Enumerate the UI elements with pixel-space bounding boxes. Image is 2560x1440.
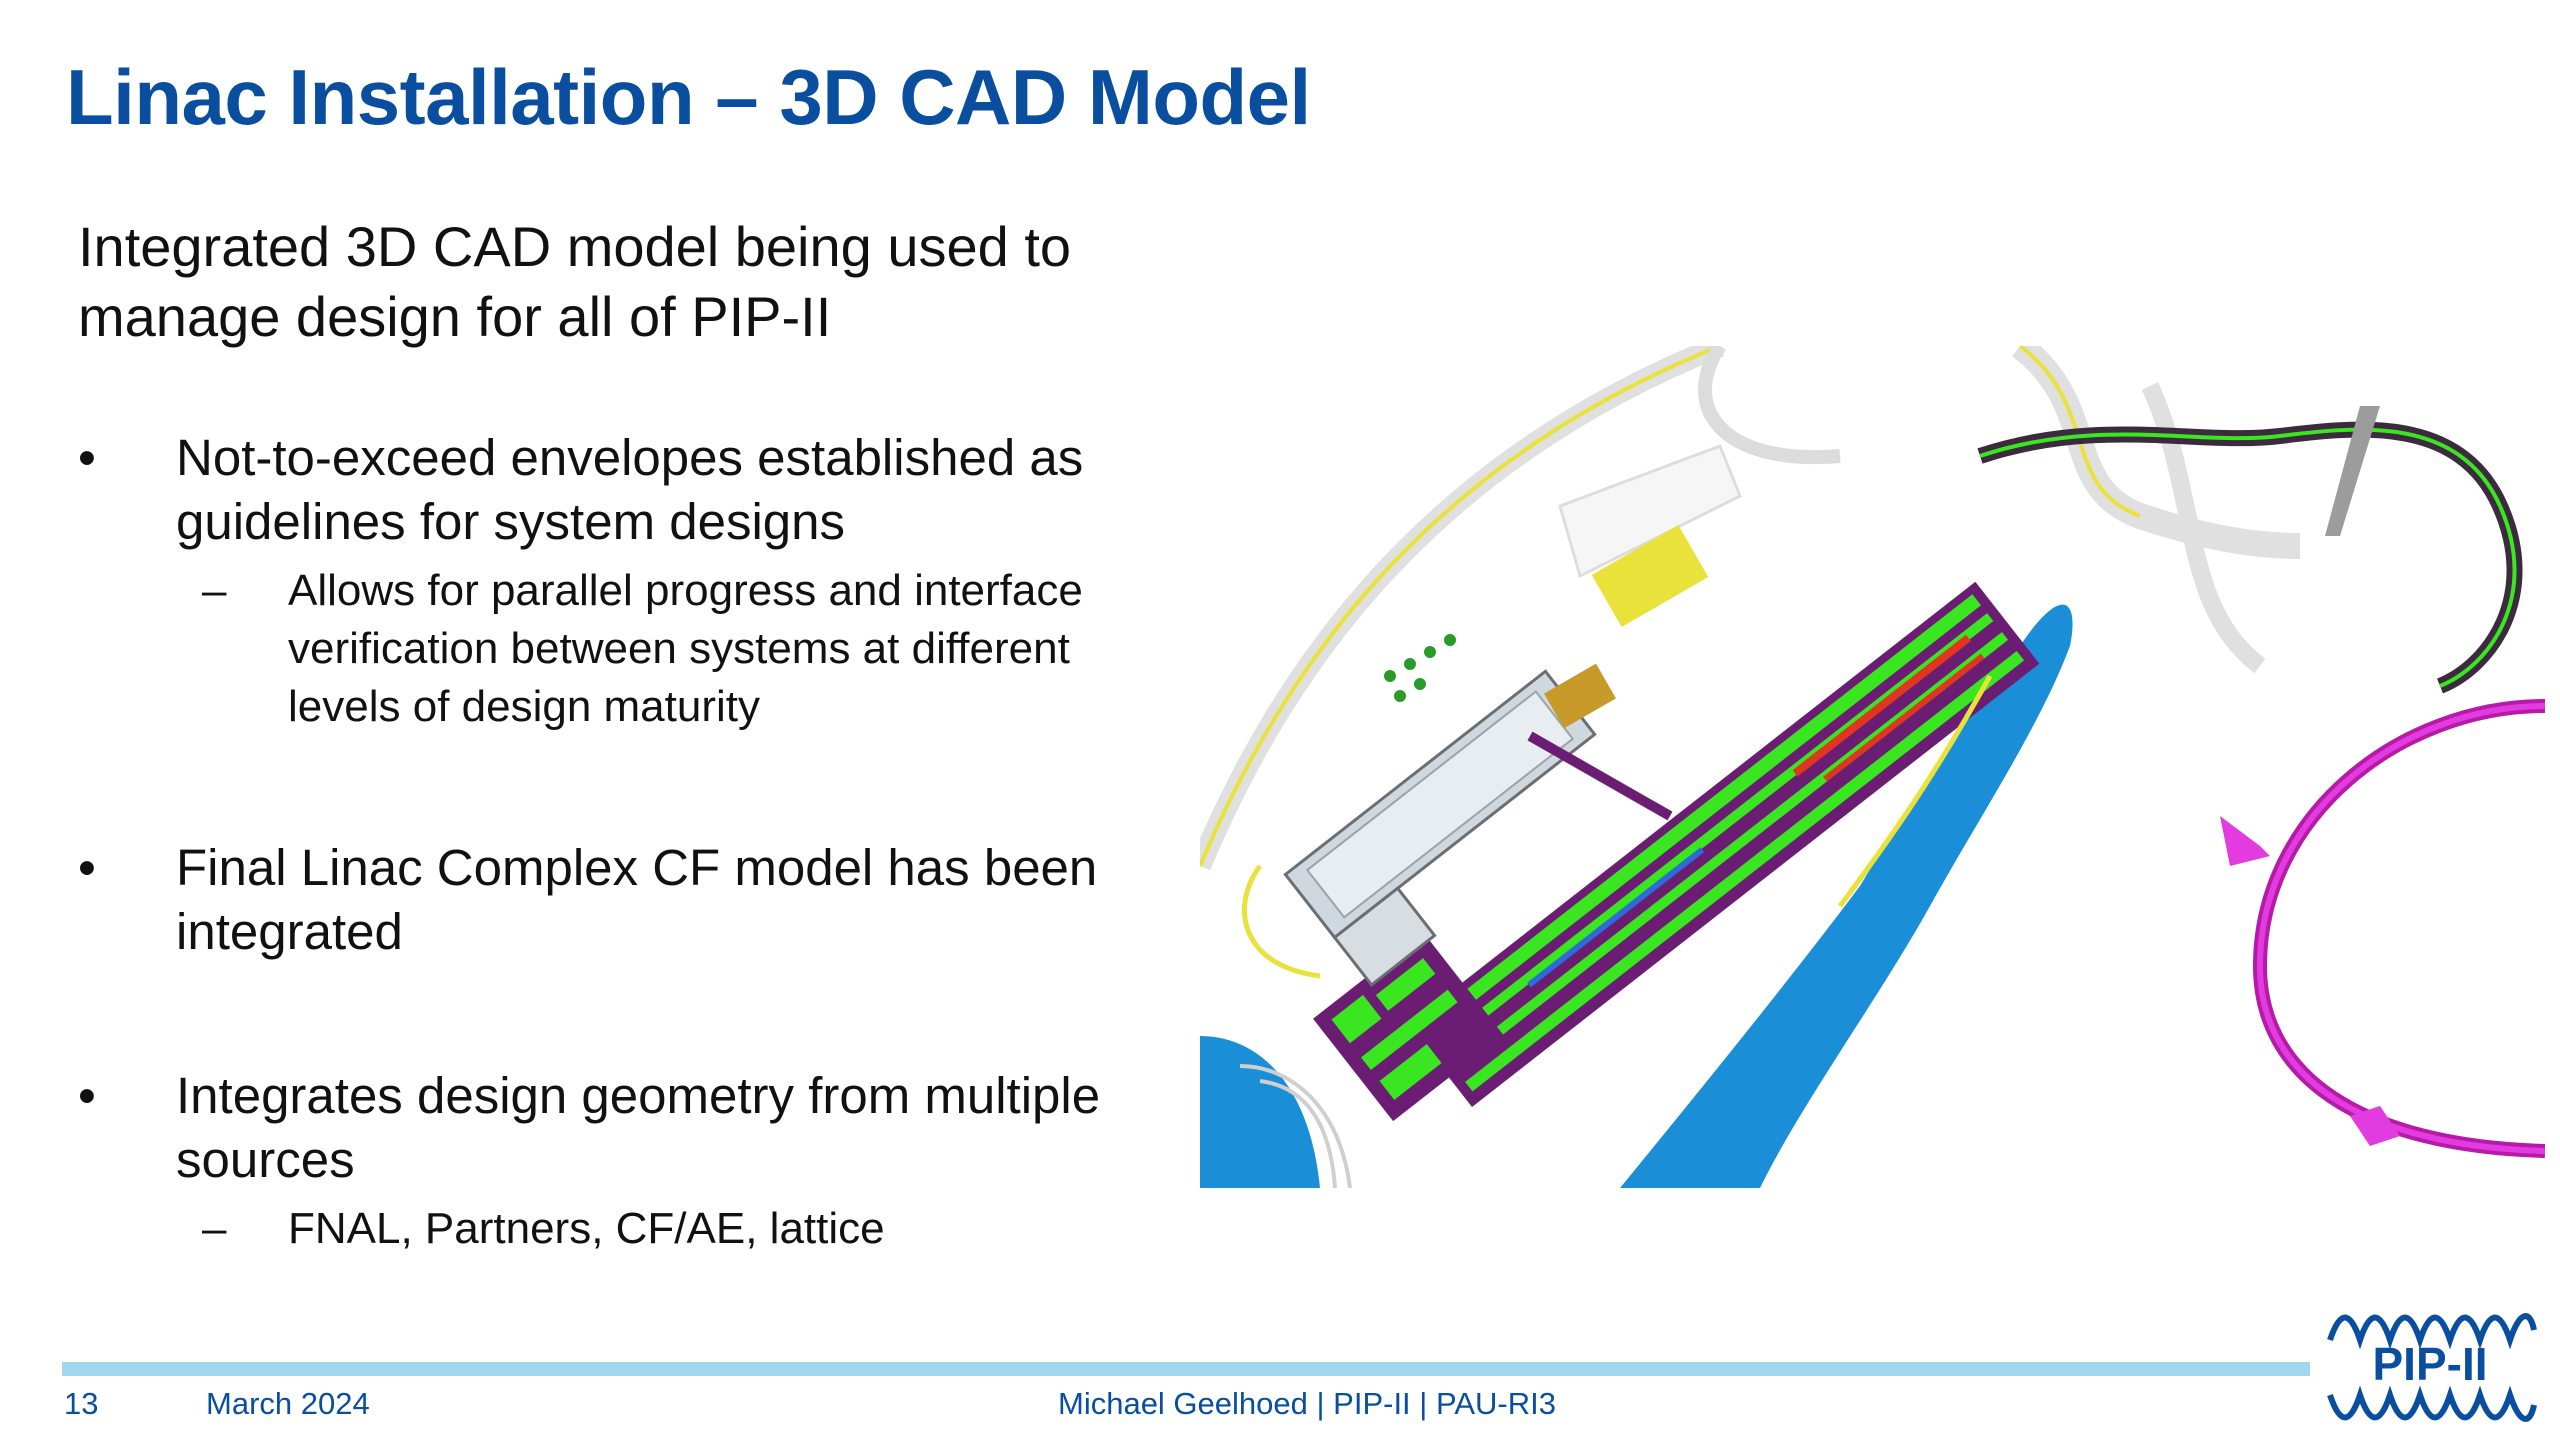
footer-bar [62, 1362, 2310, 1376]
bullet-marker: • [78, 839, 96, 896]
intro-text: Integrated 3D CAD model being used to ma… [78, 215, 1072, 348]
sub-bullet-marker: – [202, 566, 227, 615]
cad-model-image [1200, 346, 2545, 1188]
bullet-item-1: • Not-to-exceed envelopes established as… [78, 426, 1188, 554]
footer-date: March 2024 [206, 1386, 370, 1421]
sub-bullet-text: FNAL, Partners, CF/AE, lattice [288, 1204, 885, 1253]
pip-ii-logo: PIP-II [2327, 1313, 2537, 1422]
bullet-marker: • [78, 1067, 96, 1124]
bullet-text: Final Linac Complex CF model has been in… [176, 839, 1098, 960]
logo-text: PIP-II [2372, 1338, 2487, 1390]
page-number: 13 [64, 1386, 99, 1421]
slide-body: Integrated 3D CAD model being used to ma… [78, 212, 1188, 1258]
bullet-marker: • [78, 429, 96, 486]
sub-bullet-item-1: – Allows for parallel progress and inter… [78, 562, 1188, 736]
sub-bullet-text: Allows for parallel progress and interfa… [288, 566, 1083, 731]
bullet-item-3: • Integrates design geometry from multip… [78, 1064, 1188, 1192]
bullet-text: Not-to-exceed envelopes established as g… [176, 429, 1084, 550]
bullet-text: Integrates design geometry from multiple… [176, 1067, 1101, 1188]
slide-title: Linac Installation – 3D CAD Model [66, 53, 1311, 141]
sub-bullet-marker: – [202, 1204, 227, 1253]
bullet-item-2: • Final Linac Complex CF model has been … [78, 836, 1188, 964]
footer-center-text: Michael Geelhoed | PIP-II | PAU-RI3 [1058, 1386, 1556, 1421]
sub-bullet-item-3: – FNAL, Partners, CF/AE, lattice [78, 1200, 1188, 1258]
